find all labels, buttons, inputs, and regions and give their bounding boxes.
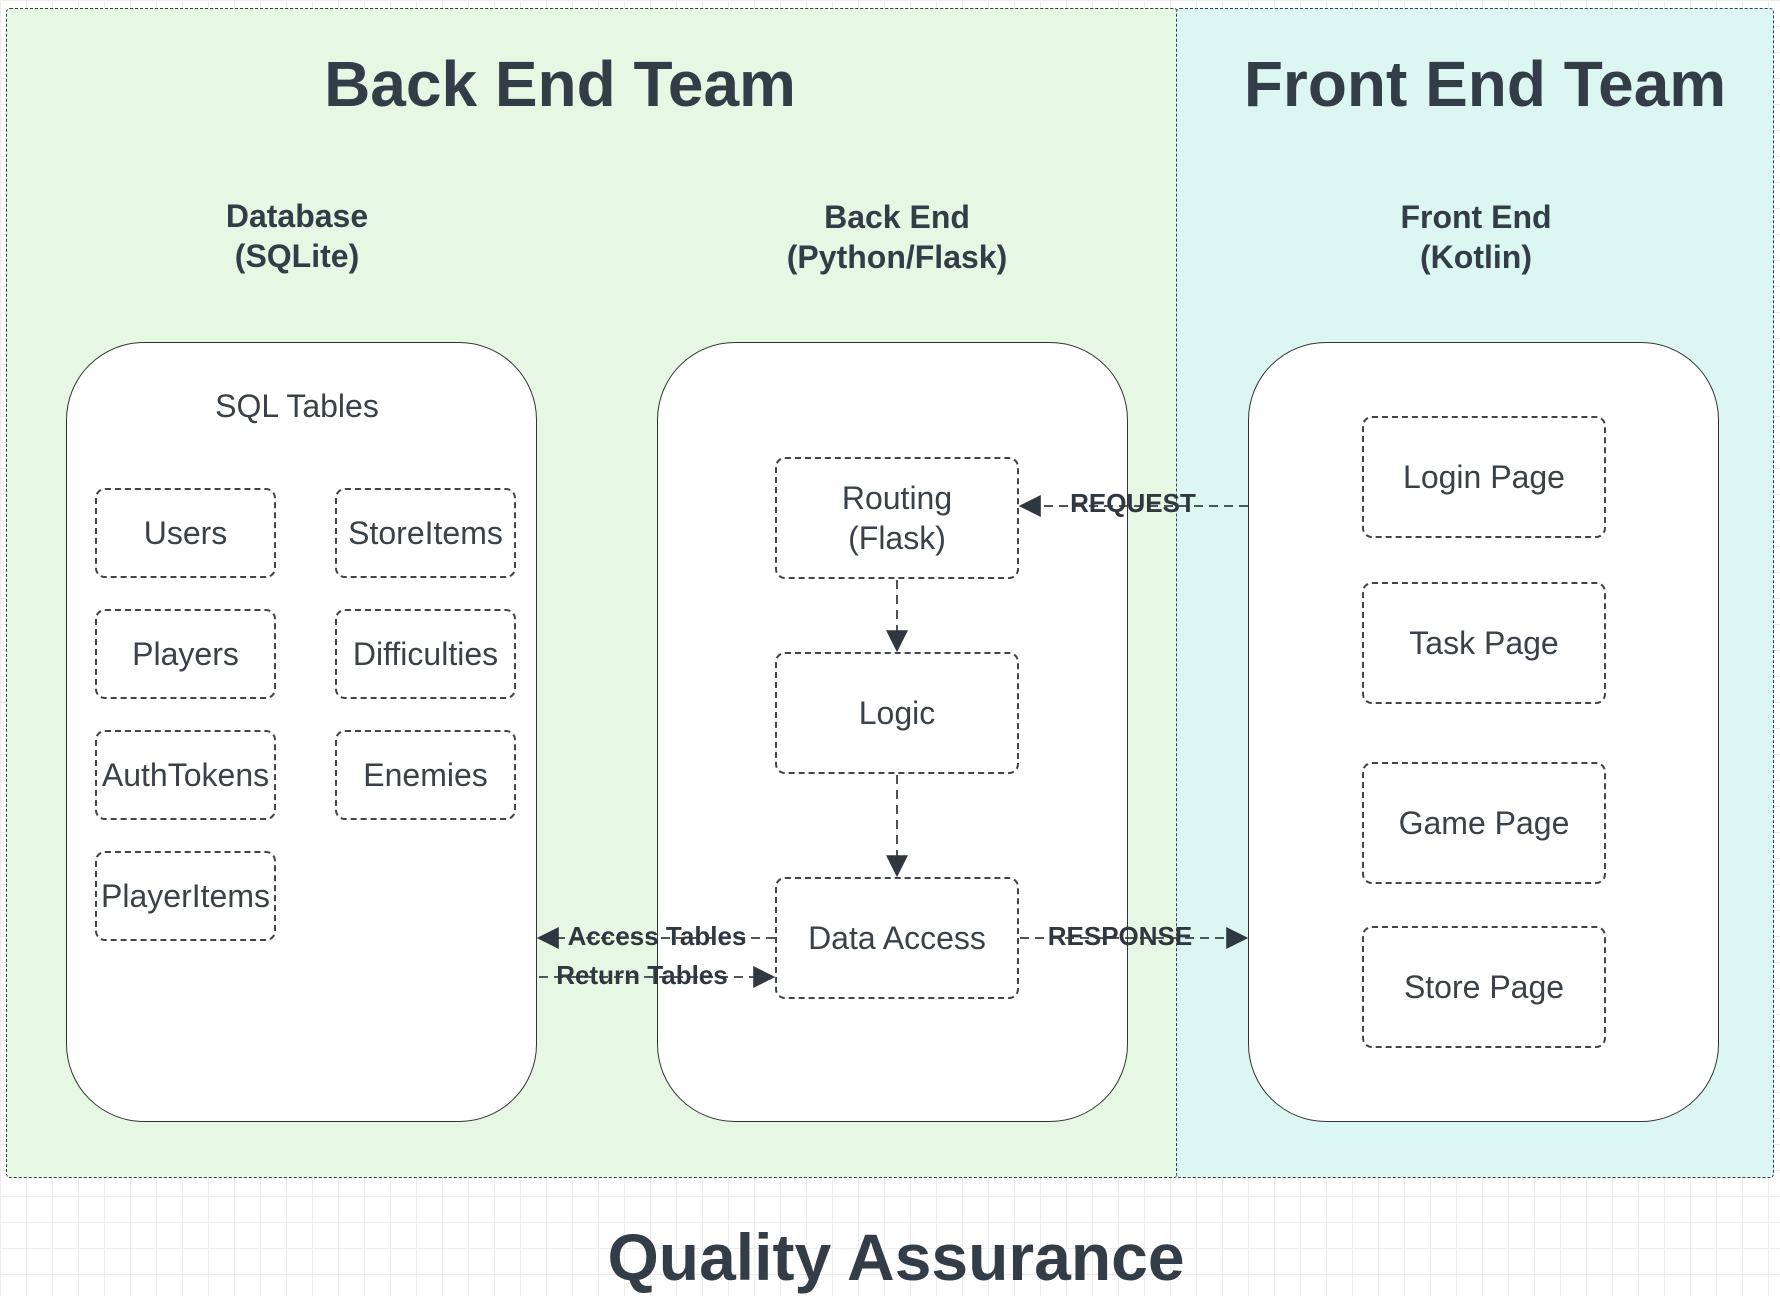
quality-assurance-title: Quality Assurance bbox=[607, 1220, 1185, 1294]
task-page-box: Task Page bbox=[1362, 582, 1606, 704]
table-players: Players bbox=[95, 609, 276, 699]
response-label: RESPONSE bbox=[1047, 921, 1193, 951]
request-label: REQUEST bbox=[1070, 488, 1196, 518]
store-page-box: Store Page bbox=[1362, 926, 1606, 1048]
logic-box: Logic bbox=[775, 652, 1019, 774]
access-tables-label: Access Tables bbox=[567, 921, 747, 951]
backend-heading: Back End (Python/Flask) bbox=[786, 199, 1008, 275]
database-heading: Database (SQLite) bbox=[225, 198, 369, 274]
table-storeitems: StoreItems bbox=[335, 488, 516, 578]
return-tables-label: Return Tables bbox=[556, 960, 728, 990]
back-end-team-title: Back End Team bbox=[324, 48, 796, 120]
table-authtokens: AuthTokens bbox=[95, 730, 276, 820]
data-access-box: Data Access bbox=[775, 877, 1019, 999]
table-enemies: Enemies bbox=[335, 730, 516, 820]
table-playeritems: PlayerItems bbox=[95, 851, 276, 941]
table-users: Users bbox=[95, 488, 276, 578]
game-page-box: Game Page bbox=[1362, 762, 1606, 884]
routing-box: Routing (Flask) bbox=[775, 457, 1019, 579]
frontend-heading: Front End (Kotlin) bbox=[1400, 199, 1552, 275]
sql-tables-label: SQL Tables bbox=[215, 388, 379, 424]
table-difficulties: Difficulties bbox=[335, 609, 516, 699]
front-end-team-title: Front End Team bbox=[1243, 48, 1727, 120]
login-page-box: Login Page bbox=[1362, 416, 1606, 538]
